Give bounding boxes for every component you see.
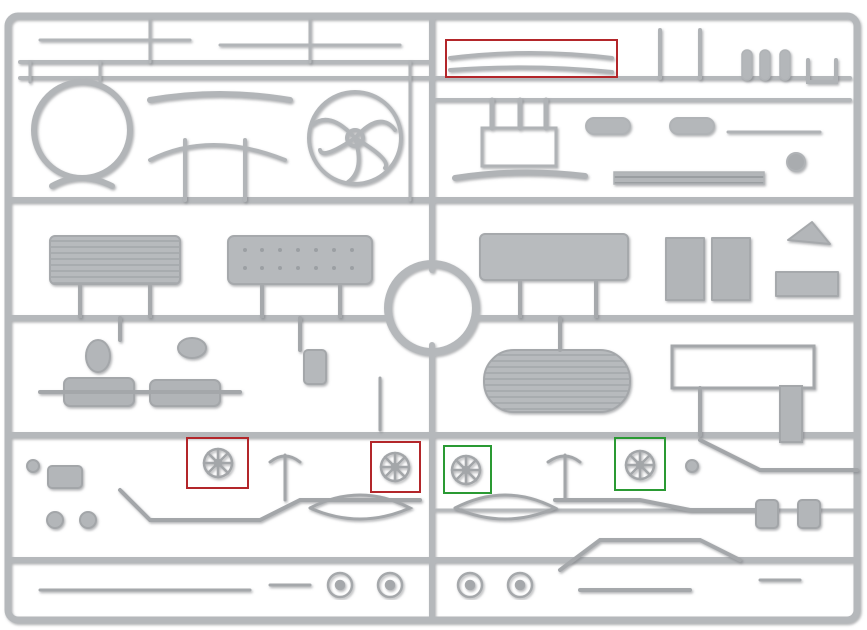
red-highlight-box [186, 437, 249, 489]
wheel-2 [379, 451, 411, 483]
hub-3 [456, 571, 484, 599]
lower-middle-parts [38, 316, 816, 443]
top-right-parts [448, 28, 838, 185]
top-left-parts [28, 18, 412, 202]
wheel-4 [624, 449, 656, 481]
green-highlight-box [614, 437, 666, 491]
red-highlight-box [445, 39, 618, 78]
middle-band-parts [49, 221, 839, 318]
bottom-band-parts [38, 538, 802, 599]
hub-1 [326, 571, 354, 599]
chassis-band-parts [26, 438, 859, 529]
hub-2 [376, 571, 404, 599]
highlight-annotations [186, 39, 666, 494]
wheel-1 [202, 447, 234, 479]
wheel-3 [450, 454, 482, 486]
red-highlight-box [370, 441, 421, 493]
green-highlight-box [443, 445, 492, 494]
hub-4 [506, 571, 534, 599]
